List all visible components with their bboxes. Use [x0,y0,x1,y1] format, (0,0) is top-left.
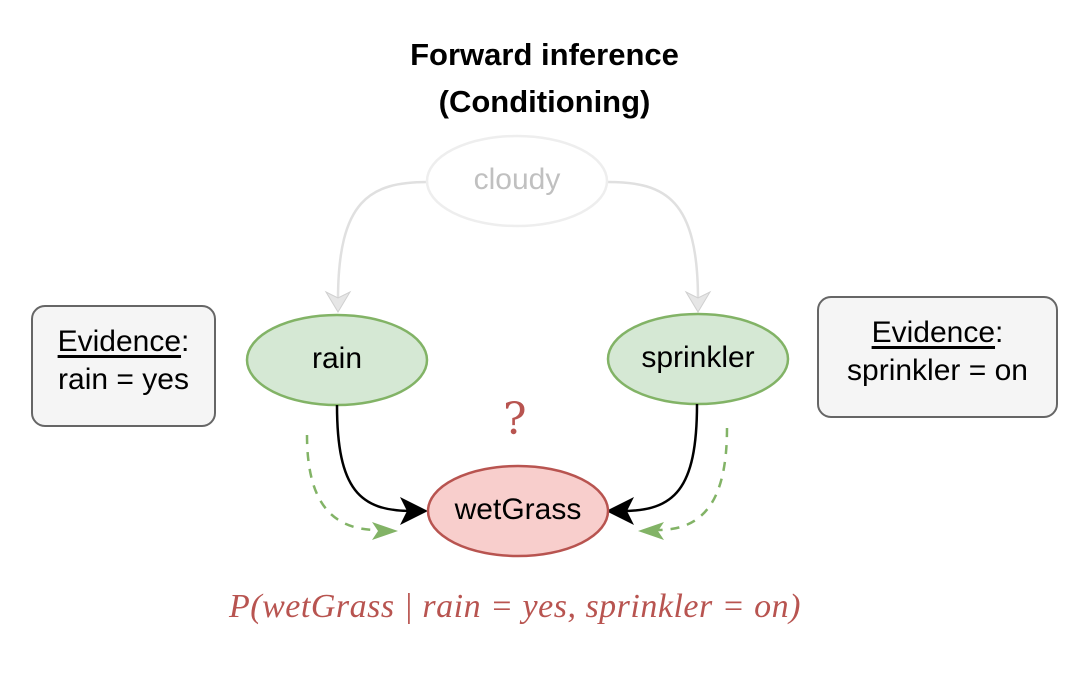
evidence-value-sprinkler: sprinkler = on [847,354,1028,387]
node-cloudy [425,134,609,228]
node-wetgrass [426,464,610,558]
edge-cloudy-rain [336,180,429,301]
edge-sprinkler-wetgrass [621,403,699,513]
dashed-arrowhead-rain [372,522,398,540]
arrowhead-cloudy-sprinkler [684,290,712,313]
arrowhead-cloudy-rain [324,290,352,313]
node-sprinkler-label: sprinkler [641,341,755,374]
dashed-flow-rain [305,434,379,532]
node-rain-label: rain [311,342,363,375]
edge-rain-wetgrass [335,404,413,513]
evidence-box-sprinkler: Evidence: sprinkler = on [817,296,1058,418]
dashed-flow-sprinkler [657,427,729,532]
evidence-heading-sprinkler: Evidence: [871,316,1004,349]
title-line-2: (Conditioning) [438,84,651,119]
node-wetgrass-label: wetGrass [454,493,582,526]
evidence-heading-rain: Evidence: [57,325,190,358]
evidence-value-rain: rain = yes [58,363,189,396]
arrowhead-sprinkler-wetgrass [606,497,634,525]
node-cloudy-label: cloudy [473,163,561,196]
query-mark: ? [503,394,527,445]
query-formula: P(wetGrass | rain = yes, sprinkler = on) [229,588,801,625]
evidence-box-rain: Evidence: rain = yes [31,305,216,427]
arrowhead-rain-wetgrass [400,497,428,525]
title-line-1: Forward inference [410,37,679,72]
edge-cloudy-sprinkler [607,180,700,301]
dashed-arrowhead-sprinkler [638,522,664,540]
